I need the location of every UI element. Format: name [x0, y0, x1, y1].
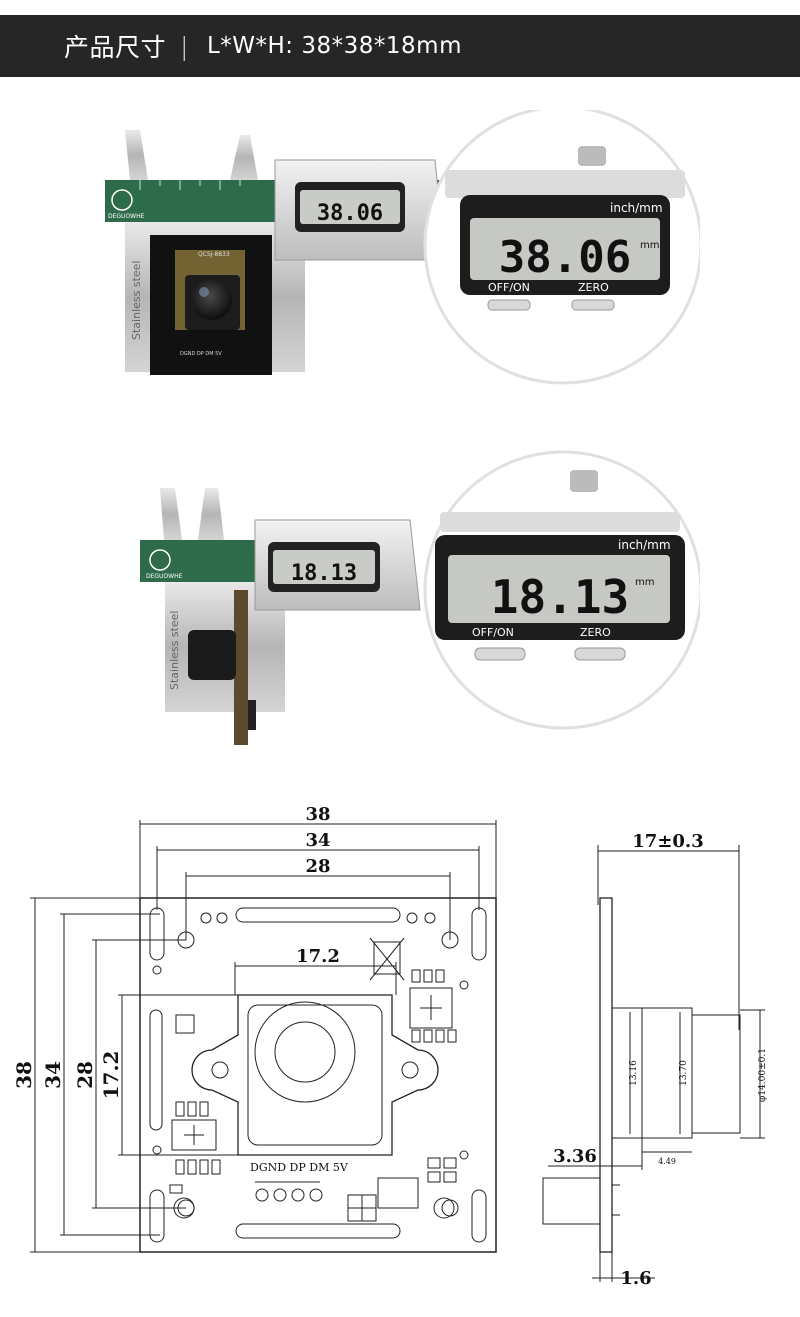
dim-height-38: 38 [12, 1061, 36, 1089]
reading-small: 38.06 [317, 201, 383, 226]
dim-side-3-36: 3.36 [553, 1146, 597, 1167]
magnified-display: inch/mm 38.06 mm OFF/ON ZERO [445, 146, 685, 311]
off-on-label-2: OFF/ON [472, 626, 514, 639]
caliper-photo-height: DEGUOWHE Stainless steel 18.13 inch/mm 1… [130, 450, 700, 750]
caliper-height-illustration: DEGUOWHE Stainless steel 18.13 inch/mm 1… [140, 450, 700, 745]
reading-large: 38.06 [499, 232, 631, 283]
magnified-display-2: inch/mm 18.13 mm OFF/ON ZERO [435, 470, 685, 661]
brand-logo-icon-2 [149, 549, 171, 571]
camera-lens [192, 280, 232, 320]
reading-small-2: 18.13 [291, 561, 357, 586]
pin-labels: DGND DP DM 5V [250, 1161, 349, 1174]
brand-logo-icon [111, 189, 133, 211]
dim-side-13-16: 13.16 [629, 1060, 639, 1086]
unit-label: inch/mm [610, 201, 663, 215]
zero-label: ZERO [578, 281, 609, 294]
dim-side-diameter: φ14.00±0.1 [758, 1048, 768, 1102]
board-outline [139, 897, 497, 1253]
unit-label-2: inch/mm [618, 538, 671, 552]
adjust-knob-icon-2 [570, 470, 598, 492]
reading-unit: mm [640, 240, 659, 251]
caliper-photo-length: DEGUOWHE Stainless steel QCSJ-8833 DGND … [100, 110, 700, 400]
scale-text-2: Stainless steel [168, 611, 181, 690]
caliper-jaw-upper-right [230, 135, 258, 180]
dim-height-34: 34 [41, 1061, 65, 1089]
header-band: 产品尺寸 | L*W*H: 38*38*18mm [0, 15, 800, 77]
lcd-screen-2 [448, 555, 670, 623]
dim-side-13-70: 13.70 [679, 1060, 689, 1086]
board-pin-label: DGND DP DM 5V [180, 351, 222, 357]
caliper-length-illustration: DEGUOWHE Stainless steel QCSJ-8833 DGND … [105, 110, 700, 385]
board-label: QCSJ-8833 [198, 251, 230, 258]
dim-side-depth: 17±0.3 [632, 831, 703, 852]
caliper-jaw-upper-left [125, 130, 148, 180]
off-on-button-2 [474, 647, 526, 661]
header-title: 产品尺寸 [64, 33, 167, 62]
zero-label-2: ZERO [580, 626, 611, 639]
brand-label-2: DEGUOWHE [146, 573, 183, 580]
off-on-label: OFF/ON [488, 281, 530, 294]
dim-width-28: 28 [305, 856, 330, 877]
dimension-drawing-svg: 38 34 28 17.2 38 34 28 17.2 DGND DP DM 5… [12, 804, 768, 1289]
reading-unit-2: mm [635, 577, 654, 588]
scale-text: Stainless steel [130, 261, 143, 340]
lcd-screen [470, 218, 660, 280]
dim-side-4-49: 4.49 [658, 1157, 676, 1166]
dim-side-thickness: 1.6 [620, 1268, 651, 1289]
camera-board-side [234, 590, 248, 745]
dim-width-34: 34 [305, 830, 330, 851]
lens-holder-outline [191, 994, 439, 1156]
dim-width-38: 38 [305, 804, 330, 825]
header-dimensions: L*W*H: 38*38*18mm [206, 33, 462, 59]
zero-button-2 [574, 647, 626, 661]
reading-large-2: 18.13 [491, 570, 629, 624]
dim-lens-width: 17.2 [296, 946, 340, 967]
camera-lens-side [188, 630, 236, 680]
weee-bin-icon [369, 937, 405, 981]
zero-button [571, 299, 615, 311]
off-on-button [487, 299, 531, 311]
adjust-knob-icon [578, 146, 606, 166]
header-separator: | [180, 31, 189, 61]
dimension-drawing: 38 34 28 17.2 38 34 28 17.2 DGND DP DM 5… [0, 790, 800, 1300]
brand-label: DEGUOWHE [108, 213, 145, 220]
dim-height-28: 28 [73, 1061, 97, 1089]
dim-lens-height: 17.2 [99, 1051, 123, 1100]
side-board [599, 897, 613, 1253]
